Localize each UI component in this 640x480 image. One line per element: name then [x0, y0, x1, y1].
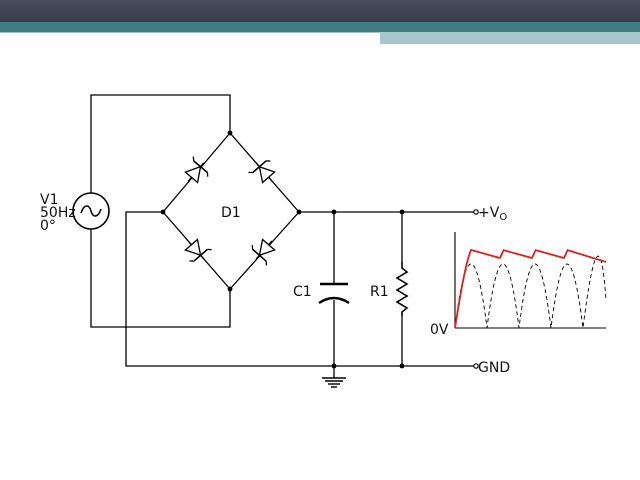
- output-waveform: [454, 232, 607, 329]
- filtered-output-line: [454, 248, 607, 329]
- output-voltage-label: +VO: [478, 205, 507, 223]
- junction-dot: [227, 286, 233, 292]
- circuit-wires: [90, 94, 474, 378]
- junction-dot: [227, 130, 233, 136]
- capacitor-label: C1: [293, 284, 312, 300]
- source-name-label: V1: [40, 192, 58, 208]
- junction-dot: [296, 209, 302, 215]
- resistor-label: R1: [370, 284, 389, 300]
- output-voltage-text: +V: [478, 205, 500, 221]
- ground-terminal: [473, 363, 479, 369]
- diode-upper-left: [178, 154, 214, 190]
- junction-dots: [160, 130, 405, 369]
- resistor-symbol: [395, 262, 409, 316]
- rectified-pulse-dashed: [454, 255, 607, 329]
- bridge-label: D1: [221, 205, 241, 221]
- header-bar-dark: [0, 0, 640, 22]
- wire-source-bottom: [90, 229, 231, 328]
- junction-dot: [331, 363, 337, 369]
- diode-upper-right: [246, 154, 282, 190]
- sine-wave-icon: [80, 205, 102, 217]
- ground-label: GND: [478, 360, 510, 376]
- capacitor-symbol: [318, 282, 350, 305]
- output-terminal: [473, 209, 479, 215]
- junction-dot: [331, 209, 337, 215]
- header-rule: [0, 32, 380, 33]
- source-frequency-label: 50Hz: [40, 205, 76, 221]
- ground-symbol: [322, 377, 346, 388]
- wire-ground-rail: [125, 211, 474, 367]
- output-voltage-subscript: O: [499, 212, 507, 223]
- diode-lower-left: [178, 232, 214, 268]
- header-bar-teal: [0, 22, 640, 32]
- source-phase-label: 0°: [40, 218, 56, 234]
- junction-dot: [399, 209, 405, 215]
- header-bar-light: [380, 32, 640, 44]
- zero-volt-label: 0V: [430, 322, 449, 338]
- junction-dot: [160, 209, 166, 215]
- junction-dot: [399, 363, 405, 369]
- wire-source-top: [90, 94, 231, 193]
- ac-source-symbol: [72, 192, 110, 230]
